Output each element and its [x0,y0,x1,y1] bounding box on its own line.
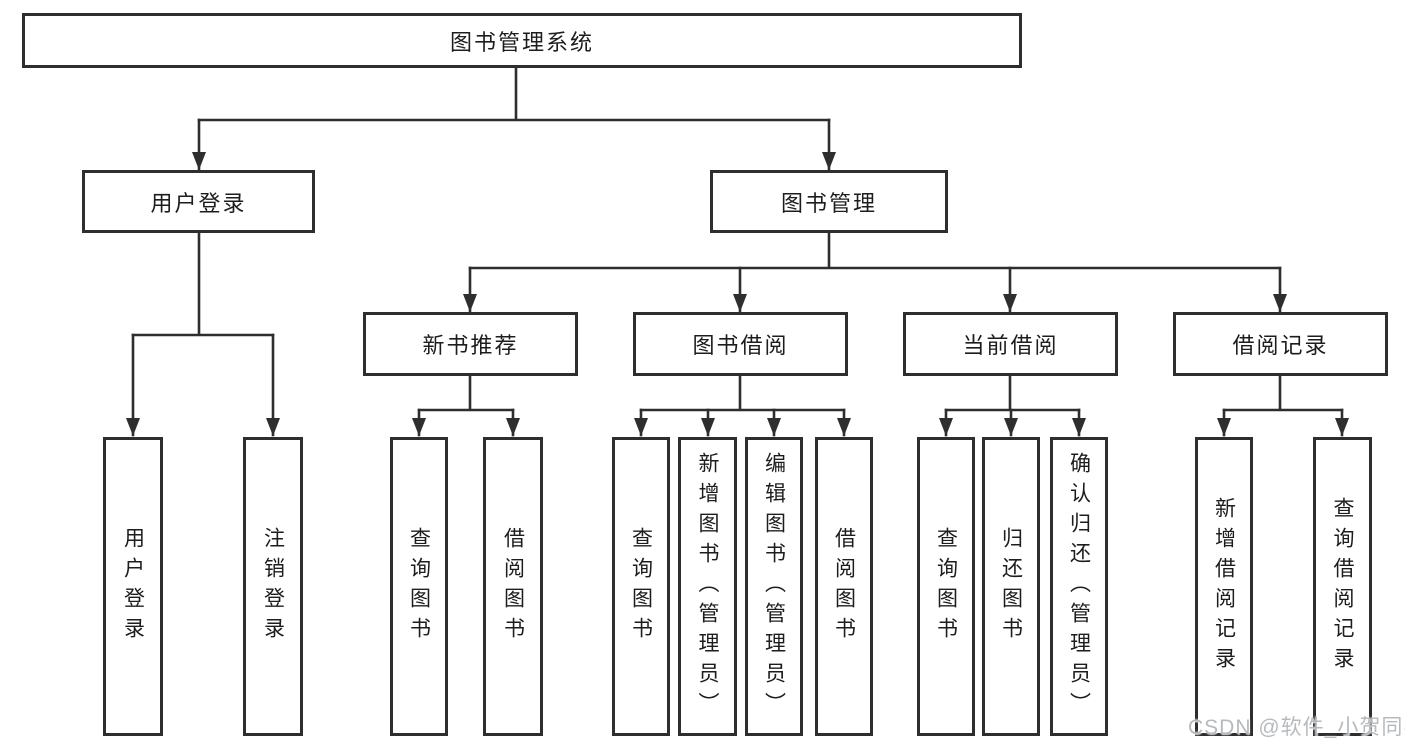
node-label: 借阅图书 [832,526,856,647]
node-return-book: 归还图书 [982,437,1040,736]
node-query-books-recommend: 查询图书 [390,437,448,736]
connector-current-borrowing-children [939,374,1086,437]
node-borrow-books-recommend: 借阅图书 [483,437,543,736]
node-borrowing-records: 借阅记录 [1173,312,1388,376]
node-query-borrow-record: 查询借阅记录 [1313,437,1372,736]
node-edit-book-admin: 编辑图书（管理员） [745,437,803,736]
node-query-books-current: 查询图书 [917,437,975,736]
node-label: 用户登录 [121,526,145,647]
node-query-books-borrowing: 查询图书 [612,437,670,736]
node-logout-leaf: 注销登录 [243,437,303,736]
node-user-login-branch: 用户登录 [82,170,315,233]
node-label: 归还图书 [999,526,1023,647]
node-current-borrowing: 当前借阅 [903,312,1118,376]
node-label: 查询图书 [629,526,653,647]
node-label: 新增借阅记录 [1212,496,1236,677]
node-label: 查询图书 [934,526,958,647]
connector-book-management-children [463,231,1287,313]
csdn-watermark: CSDN @软件_小贺同学 [1188,716,1405,739]
node-confirm-return-admin: 确认归还（管理员） [1050,437,1108,736]
node-book-borrowing: 图书借阅 [633,312,848,376]
connector-user-login-children [126,231,280,437]
node-user-login-leaf: 用户登录 [103,437,163,736]
node-library-management-system: 图书管理系统 [22,13,1022,68]
connector-book-borrowing-children [634,374,851,437]
node-label: 新增图书（管理员） [696,451,719,722]
connector-new-book-recommend-children [412,374,520,437]
node-add-borrow-record: 新增借阅记录 [1195,437,1253,736]
node-label: 编辑图书（管理员） [762,451,786,722]
connector-root-to-level1 [192,66,836,171]
node-new-book-recommend: 新书推荐 [363,312,578,376]
node-label: 查询借阅记录 [1331,496,1354,677]
node-label: 借阅图书 [501,526,525,647]
node-borrow-books-leaf: 借阅图书 [815,437,873,736]
node-label: 注销登录 [261,526,285,647]
node-label: 查询图书 [407,526,431,647]
node-label: 确认归还（管理员） [1067,451,1091,722]
node-book-management-branch: 图书管理 [710,170,948,233]
node-add-book-admin: 新增图书（管理员） [678,437,737,736]
connector-borrowing-records-children [1217,374,1349,437]
